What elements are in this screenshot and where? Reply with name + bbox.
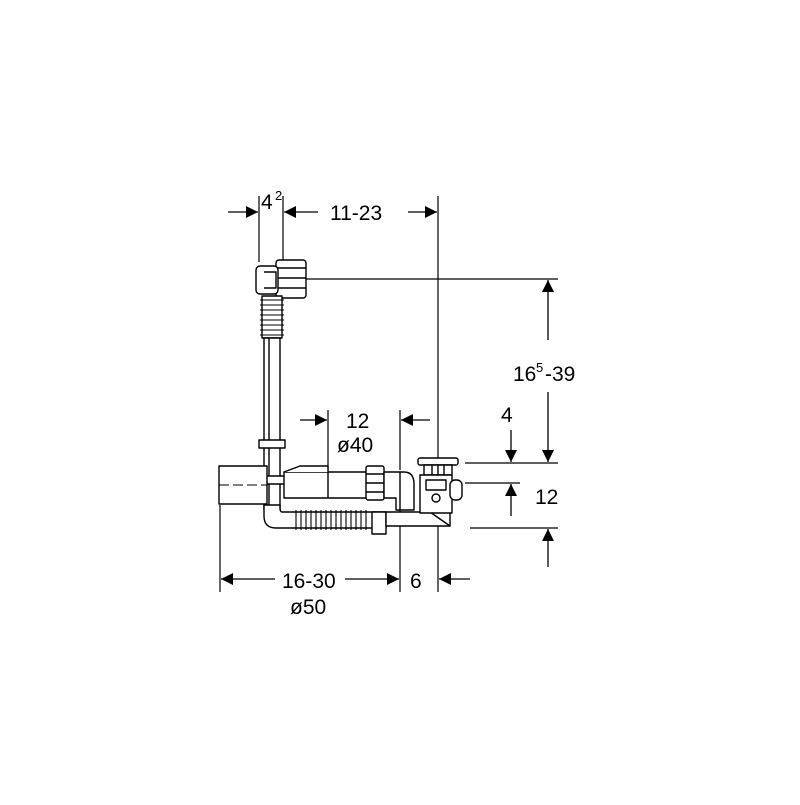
dim-bottom-right: 6	[410, 570, 422, 593]
flex-hose-vertical-body	[261, 295, 283, 339]
dim-right-height-rest: -39	[545, 363, 575, 386]
dim-right-small: 4	[501, 404, 513, 427]
bottom-hose-body	[263, 504, 387, 529]
drain-valve-side-port	[449, 479, 463, 501]
horizontal-pipe	[283, 465, 369, 499]
dim-right-height-sup: 5	[536, 360, 543, 375]
dim-bottom-diameter: ø50	[290, 596, 326, 619]
bottom-hose	[263, 504, 451, 535]
drain-valve	[417, 457, 463, 514]
drain-plug-cap	[417, 457, 459, 466]
overflow-rosette-inner	[264, 271, 277, 289]
overflow-head-body	[275, 259, 307, 299]
drain-valve-window	[425, 479, 447, 491]
vertical-pipe-clamp-1	[258, 439, 286, 449]
dimension-arrows	[221, 206, 554, 585]
dimension-labels: 4 2 11-23 16 5 -39 12 ø40 4 12 16-30 ø50…	[261, 188, 575, 619]
dim-right-lower: 12	[535, 486, 558, 509]
dim-inner-diameter: ø40	[337, 434, 373, 457]
dim-top-middle: 11-23	[330, 202, 382, 225]
elbow-body	[383, 471, 415, 511]
drain-valve-knob	[431, 493, 441, 503]
flex-hose-vertical	[260, 295, 284, 339]
horizontal-pipe-reducer	[283, 465, 329, 473]
overflow-head	[255, 259, 307, 299]
drain-assembly	[218, 259, 463, 535]
dim-right-height-base: 16	[513, 363, 536, 386]
dim-top-left-sup: 2	[275, 188, 282, 203]
dim-bottom-width: 16-30	[282, 570, 336, 593]
overflow-rosette	[255, 265, 279, 295]
outlet-pipe	[218, 465, 268, 505]
vertical-pipe	[258, 337, 286, 511]
bottom-hose-tail-detail	[429, 511, 451, 527]
bottom-hose-connector	[371, 511, 387, 535]
dim-inner-width: 12	[346, 410, 369, 433]
extension-lines	[219, 196, 558, 592]
union-nut	[365, 465, 385, 501]
dim-top-left-base: 4	[261, 191, 273, 214]
horizontal-pipe-body	[283, 471, 369, 499]
